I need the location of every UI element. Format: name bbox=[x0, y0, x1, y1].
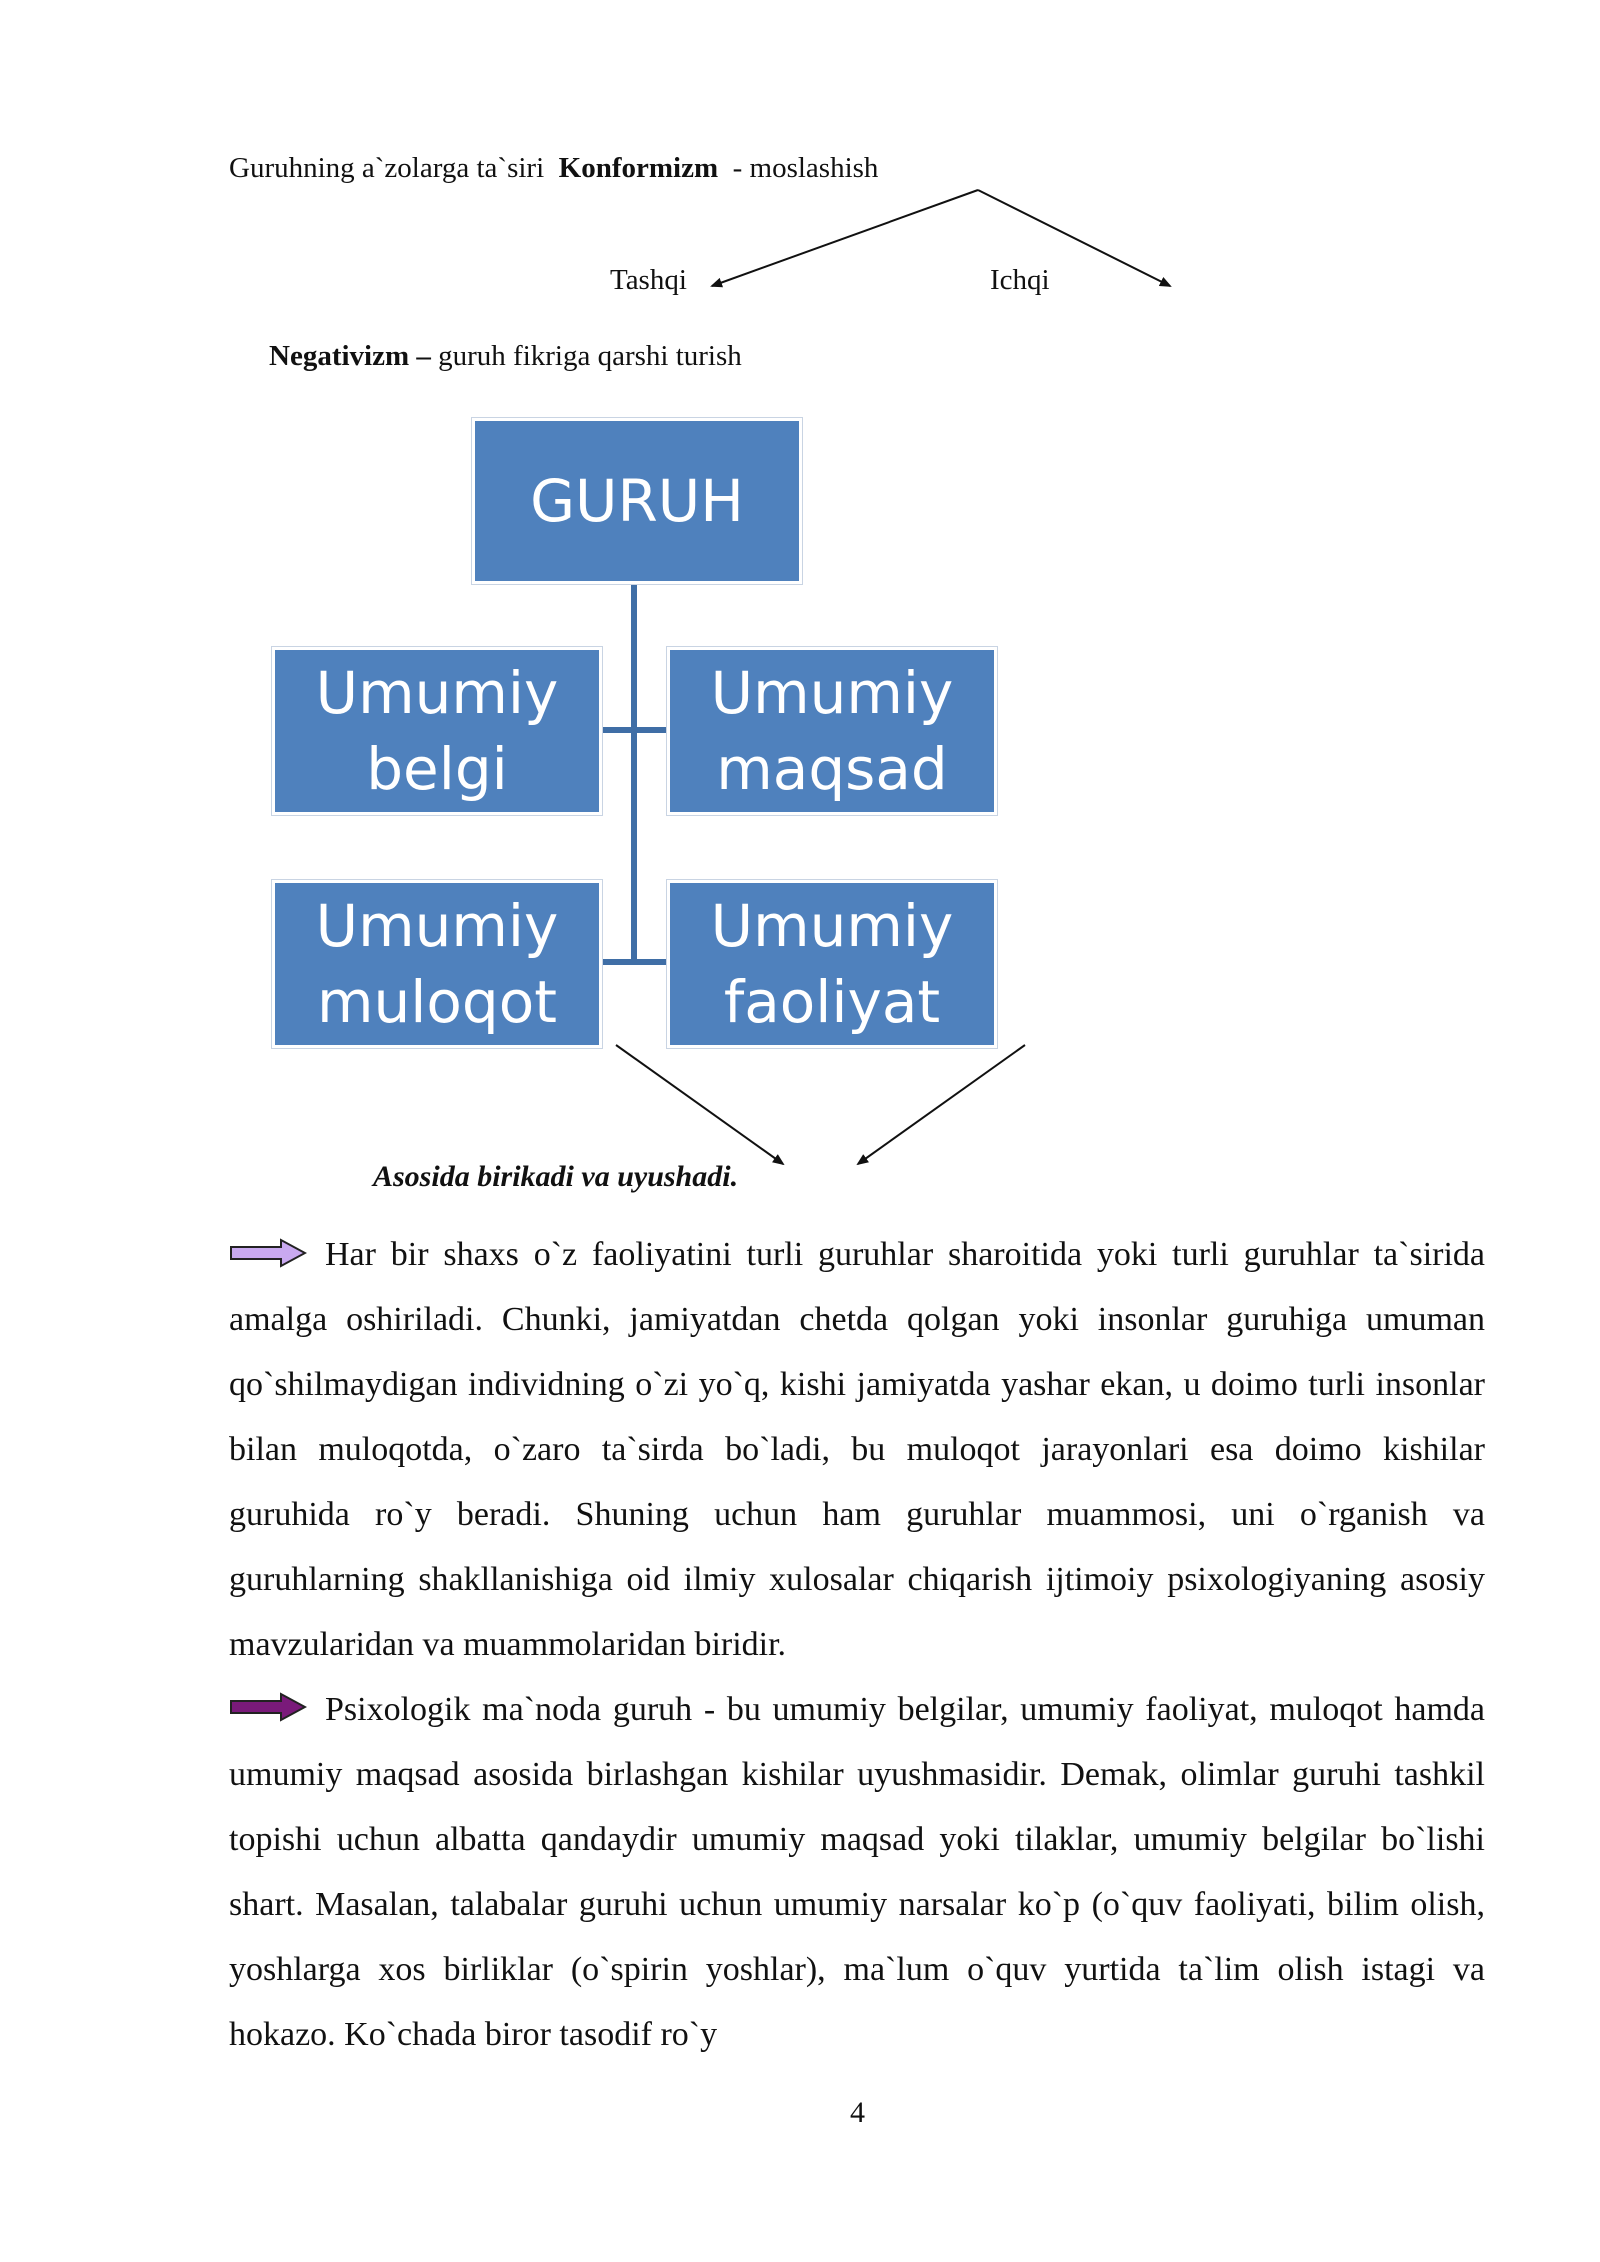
node-umumiy-faoliyat: Umumiy faoliyat bbox=[667, 880, 997, 1048]
paragraph-group-definition: Psixologik ma`noda guruh - bu umumiy bel… bbox=[229, 1691, 1485, 2053]
node-line: Umumiy bbox=[710, 659, 954, 727]
arrow-bullet-icon bbox=[230, 1238, 307, 1268]
ichqi-label: Ichqi bbox=[990, 264, 1050, 296]
node-line: maqsad bbox=[716, 735, 948, 803]
tashqi-label: Tashqi bbox=[610, 264, 687, 296]
arrow-right-to-caption bbox=[856, 1044, 1026, 1166]
page-number: 4 bbox=[850, 2096, 865, 2129]
negativism-line: Negativizm – guruh fikriga qarshi turish bbox=[269, 340, 742, 373]
arrow-to-tashqi bbox=[710, 189, 979, 288]
diagram-caption: Asosida birikadi va uyushadi. bbox=[373, 1160, 739, 1193]
node-line: belgi bbox=[366, 735, 508, 803]
header-line: Guruhning a`zolarga ta`siri Konformizm -… bbox=[229, 152, 878, 185]
node-line: Umumiy bbox=[315, 659, 559, 727]
node-line: muloqot bbox=[317, 968, 557, 1036]
negativism-term: Negativizm – bbox=[269, 340, 431, 372]
arrow-left-to-caption bbox=[615, 1044, 785, 1166]
node-line: Umumiy bbox=[710, 892, 954, 960]
conformism-definition: - moslashish bbox=[732, 152, 879, 184]
guruh-box: GURUH bbox=[472, 418, 802, 584]
node-line: Umumiy bbox=[315, 892, 559, 960]
arrow-to-ichqi bbox=[977, 189, 1172, 287]
paragraph-groups-intro: Har bir shaxs o`z faoliyatini turli guru… bbox=[229, 1236, 1485, 1663]
header-prefix: Guruhning a`zolarga ta`siri bbox=[229, 152, 545, 184]
conformism-term: Konformizm bbox=[558, 152, 719, 184]
node-line: faoliyat bbox=[723, 968, 941, 1036]
negativism-definition: guruh fikriga qarshi turish bbox=[438, 340, 742, 372]
node-umumiy-muloqot: Umumiy muloqot bbox=[272, 880, 602, 1048]
connector-arrows bbox=[600, 189, 1172, 1166]
node-umumiy-maqsad: Umumiy maqsad bbox=[667, 647, 997, 815]
arrow-bullet-icon bbox=[230, 1692, 307, 1722]
node-umumiy-belgi: Umumiy belgi bbox=[272, 647, 602, 815]
